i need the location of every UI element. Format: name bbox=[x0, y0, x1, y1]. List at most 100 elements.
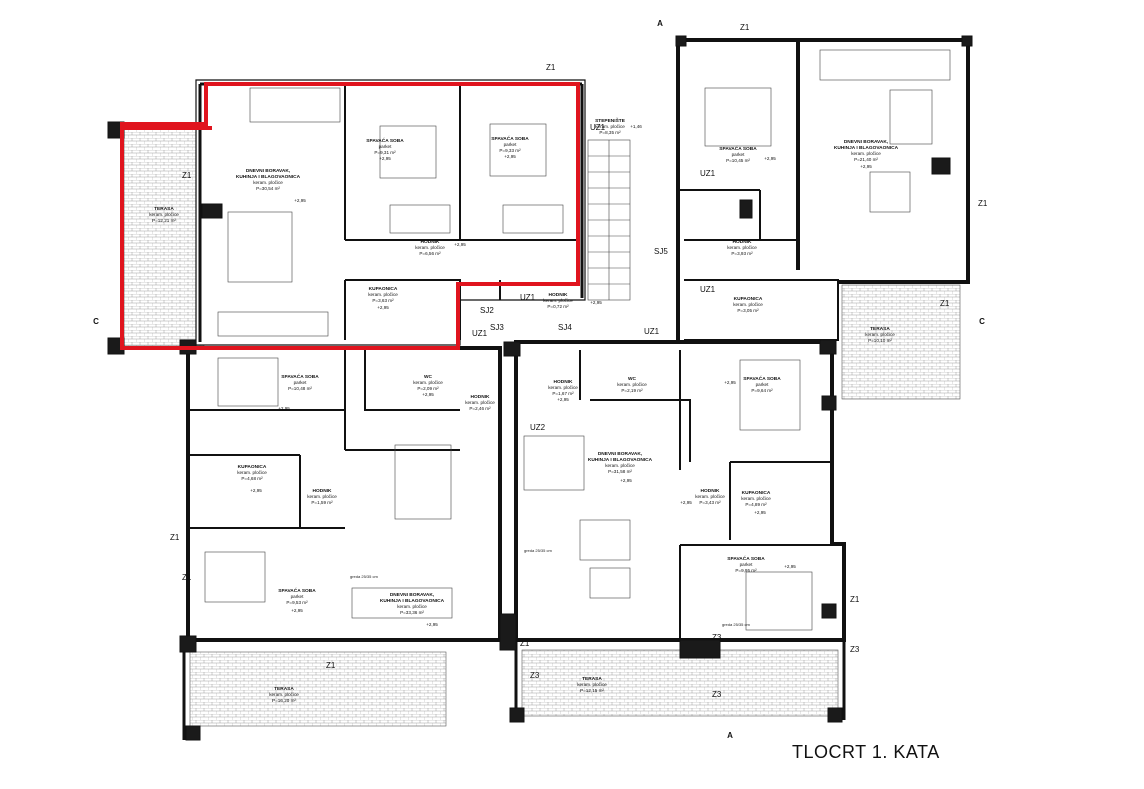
tag-sj3: SJ3 bbox=[490, 323, 504, 332]
apt1-bath-label: KUPAONICA keram. pločice P=3,63 m² +2,95 bbox=[368, 286, 398, 310]
svg-text:SPAVAĆA SOBA: SPAVAĆA SOBA bbox=[366, 136, 404, 144]
svg-text:DNEVNI BORAVAK,: DNEVNI BORAVAK, bbox=[844, 139, 889, 145]
svg-text:P=3,05 m²: P=3,05 m² bbox=[737, 308, 759, 313]
svg-text:UZ1: UZ1 bbox=[520, 293, 536, 302]
svg-text:P=9,95 m²: P=9,95 m² bbox=[735, 568, 757, 573]
room-labels: DNEVNI BORAVAK, KUHINJA I BLAGOVAONICA k… bbox=[149, 116, 898, 703]
drawing-title: TLOCRT 1. KATA bbox=[792, 742, 940, 762]
svg-text:+2,95: +2,95 bbox=[724, 380, 736, 385]
svg-text:keram. pločice: keram. pločice bbox=[733, 302, 763, 307]
apt3-bath-label: KUPAONICA keram. pločice P=4,68 m² +2,95 bbox=[237, 464, 267, 493]
apt4-hall2-label: HODNIK keram. pločice P=3,43 m² bbox=[695, 488, 725, 505]
svg-text:TERASA: TERASA bbox=[870, 326, 890, 332]
svg-text:HODNIK: HODNIK bbox=[554, 379, 573, 385]
section-markers: A A C C bbox=[93, 19, 985, 740]
svg-text:keram. pločice: keram. pločice bbox=[269, 692, 299, 697]
svg-text:+2,95: +2,95 bbox=[680, 500, 692, 505]
svg-text:KUHINJA I BLAGOVAONICA: KUHINJA I BLAGOVAONICA bbox=[380, 598, 445, 604]
svg-text:Z1: Z1 bbox=[740, 23, 750, 32]
svg-text:keram. pločice: keram. pločice bbox=[548, 385, 578, 390]
svg-text:P=12,21 m²: P=12,21 m² bbox=[152, 218, 176, 223]
svg-text:+2,95: +2,95 bbox=[379, 156, 391, 161]
svg-text:Z1: Z1 bbox=[978, 199, 988, 208]
apt4-terrace-label: TERASA keram. pločice P=12,15 m² bbox=[577, 676, 607, 693]
svg-text:DNEVNI BORAVAK,: DNEVNI BORAVAK, bbox=[598, 451, 643, 457]
svg-text:+2,95: +2,95 bbox=[764, 156, 776, 161]
apt1-hall-label: HODNIK keram. pločice P=6,56 m² bbox=[415, 239, 445, 256]
apt3-terrace-label: TERASA keram. pločice P=16,20 m² bbox=[269, 686, 299, 703]
svg-text:P=3,63 m²: P=3,63 m² bbox=[372, 298, 394, 303]
svg-text:P=3,43 m²: P=3,43 m² bbox=[699, 500, 721, 505]
svg-text:P=12,15 m²: P=12,15 m² bbox=[580, 688, 604, 693]
svg-text:+2,95: +2,95 bbox=[278, 406, 290, 411]
apt2-bath-label: KUPAONICA keram. pločice P=3,05 m² bbox=[733, 296, 763, 313]
svg-text:Z1: Z1 bbox=[940, 299, 950, 308]
svg-text:HODNIK: HODNIK bbox=[701, 488, 720, 494]
svg-text:greda 25/35 cm: greda 25/35 cm bbox=[350, 574, 378, 579]
svg-text:P=8,35 m²: P=8,35 m² bbox=[599, 130, 621, 135]
svg-text:parket: parket bbox=[379, 144, 392, 149]
apt3-bed1-label: SPAVAĆA SOBA parket P=10,48 m² +2,95 bbox=[278, 372, 319, 411]
svg-text:+2,95: +2,95 bbox=[590, 300, 602, 305]
svg-text:WC: WC bbox=[424, 374, 433, 380]
svg-text:keram. pločice: keram. pločice bbox=[727, 245, 757, 250]
svg-text:+2,95: +2,95 bbox=[250, 488, 262, 493]
svg-text:Z3: Z3 bbox=[850, 645, 860, 654]
apt3-hall2-label: HODNIK keram. pločice P=1,59 m² bbox=[307, 488, 337, 505]
svg-text:keram. pločice: keram. pločice bbox=[543, 298, 573, 303]
section-a-top: A bbox=[657, 19, 663, 28]
svg-text:DNEVNI BORAVAK,: DNEVNI BORAVAK, bbox=[246, 168, 291, 174]
svg-text:parket: parket bbox=[740, 562, 753, 567]
svg-text:TERASA: TERASA bbox=[154, 206, 174, 212]
svg-text:P=4,89 m²: P=4,89 m² bbox=[745, 502, 767, 507]
svg-text:P=1,67 m²: P=1,67 m² bbox=[552, 391, 574, 396]
svg-text:parket: parket bbox=[504, 142, 517, 147]
building-walls bbox=[107, 35, 973, 741]
svg-text:SPAVAĆA SOBA: SPAVAĆA SOBA bbox=[719, 144, 757, 152]
stair-flights bbox=[587, 139, 631, 301]
svg-text:+2,95: +2,95 bbox=[294, 198, 306, 203]
tag-uz1: UZ1 bbox=[590, 123, 606, 132]
apt2-hall-label: HODNIK keram. pločice P=3,93 m² bbox=[727, 239, 757, 256]
svg-text:+2,95: +2,95 bbox=[377, 305, 389, 310]
svg-text:P=9,33 m²: P=9,33 m² bbox=[499, 148, 521, 153]
tag-sj4: SJ4 bbox=[558, 323, 572, 332]
section-a-bottom: A bbox=[727, 731, 733, 740]
apt4-bed2-label: SPAVAĆA SOBA parket P=9,95 m² +2,95 bbox=[727, 554, 796, 573]
svg-text:keram. pločice: keram. pločice bbox=[397, 604, 427, 609]
svg-text:P=10,48 m²: P=10,48 m² bbox=[288, 386, 312, 391]
svg-text:+2,95: +2,95 bbox=[620, 478, 632, 483]
svg-text:P=6,56 m²: P=6,56 m² bbox=[419, 251, 441, 256]
svg-text:P=10,10 m²: P=10,10 m² bbox=[868, 338, 892, 343]
svg-text:Z1: Z1 bbox=[182, 171, 192, 180]
svg-text:keram. pločice: keram. pločice bbox=[577, 682, 607, 687]
svg-text:HODNIK: HODNIK bbox=[549, 292, 568, 298]
svg-text:SPAVAĆA SOBA: SPAVAĆA SOBA bbox=[491, 134, 529, 142]
tag-z3: Z3 bbox=[530, 671, 540, 680]
svg-text:SPAVAĆA SOBA: SPAVAĆA SOBA bbox=[743, 374, 781, 382]
svg-text:keram. pločice: keram. pločice bbox=[741, 496, 771, 501]
svg-text:STEPENIŠTE: STEPENIŠTE bbox=[595, 116, 626, 124]
svg-text:P=9,31 m²: P=9,31 m² bbox=[374, 150, 396, 155]
apt4-bath-label: KUPAONICA keram. pločice P=4,89 m² +2,95 bbox=[741, 490, 771, 515]
svg-text:Z1: Z1 bbox=[326, 661, 336, 670]
svg-text:P=31,58 m²: P=31,58 m² bbox=[608, 469, 632, 474]
svg-text:P=3,93 m²: P=3,93 m² bbox=[731, 251, 753, 256]
svg-text:P=30,54 m²: P=30,54 m² bbox=[256, 186, 280, 191]
svg-text:DNEVNI BORAVAK,: DNEVNI BORAVAK, bbox=[390, 592, 435, 598]
svg-text:+2,95: +2,95 bbox=[754, 510, 766, 515]
apt3-terrace-area bbox=[189, 651, 447, 727]
svg-text:keram. pločice: keram. pločice bbox=[865, 332, 895, 337]
apt1-terrace-label: TERASA keram. pločice P=12,21 m² bbox=[149, 206, 179, 223]
apt3-wc-label: WC keram. pločice P=2,09 m² +2,95 bbox=[413, 374, 443, 397]
svg-text:KUHINJA I BLAGOVAONICA: KUHINJA I BLAGOVAONICA bbox=[834, 145, 899, 151]
svg-text:keram. pločice: keram. pločice bbox=[695, 494, 725, 499]
window-door-tags: Z1 Z1 Z1 Z1 Z1 Z1 Z1 Z1 Z1 Z1 Z3 Z3 Z3 Z… bbox=[170, 23, 988, 699]
svg-text:WC: WC bbox=[628, 376, 637, 382]
svg-text:UZ1: UZ1 bbox=[700, 169, 716, 178]
svg-text:+2,95: +2,95 bbox=[454, 242, 466, 247]
svg-text:keram. pločice: keram. pločice bbox=[253, 180, 283, 185]
apt3-hall-label: HODNIK keram. pločice P=2,46 m² bbox=[465, 394, 495, 411]
apt2-terrace-label: TERASA keram. pločice P=10,10 m² bbox=[865, 326, 895, 343]
apt4-living-label: DNEVNI BORAVAK, KUHINJA I BLAGOVAONICA k… bbox=[588, 451, 653, 483]
